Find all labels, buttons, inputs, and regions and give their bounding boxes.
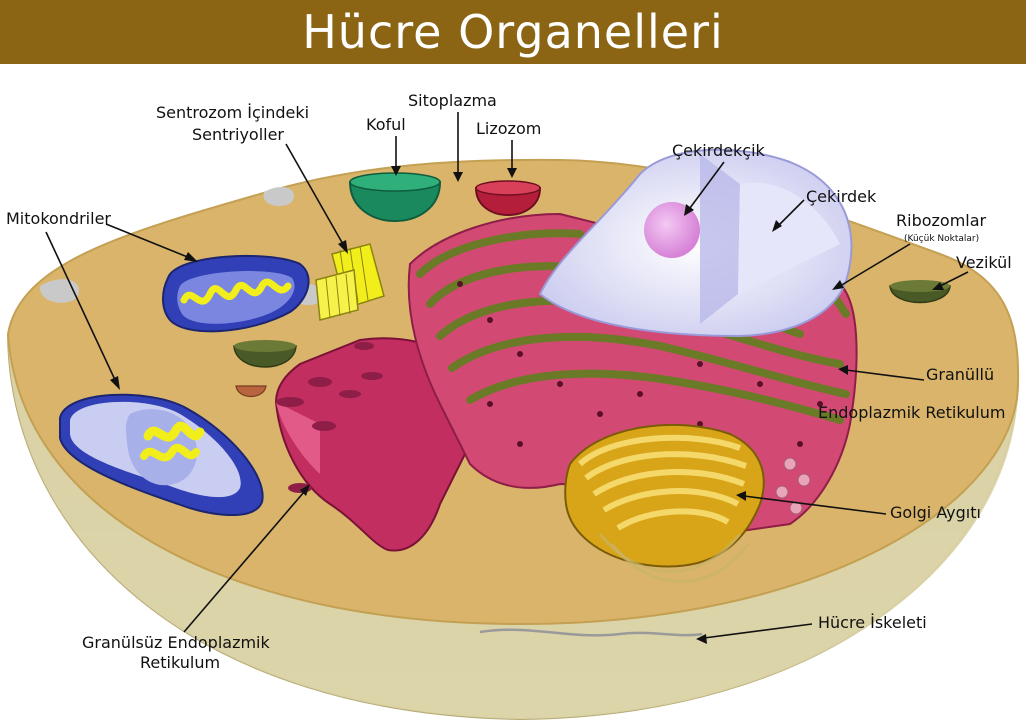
pointer-mitokondriler-2 [45, 231, 120, 390]
mitochondrion-cut [59, 393, 264, 517]
cutaway-spot [263, 187, 294, 207]
pointer-cekirdek [772, 199, 805, 232]
vesicle [235, 385, 267, 398]
title-bar: Hücre Organelleri [0, 0, 1026, 64]
smooth-er [274, 337, 471, 552]
lysosome-top [475, 180, 541, 196]
vesicle [233, 345, 297, 368]
label-mitokondriler: Mitokondriler [6, 209, 111, 228]
page-title: Hücre Organelleri [302, 5, 724, 59]
label-granullu-2: Endoplazmik Retikulum [818, 403, 1005, 422]
cell-diagram: Mitokondriler Sentrozom İçindeki Sentriy… [0, 64, 1026, 720]
vacuole-top [349, 172, 441, 192]
label-granullu-1: Granüllü [926, 365, 994, 384]
label-sitoplazma: Sitoplazma [408, 91, 497, 110]
centrioles [315, 243, 385, 321]
label-cekirdekcik: Çekirdekçik [672, 141, 766, 160]
vacuole [348, 181, 442, 222]
cytoskeleton [479, 628, 703, 637]
label-ribozomlar-note: (Küçük Noktalar) [904, 234, 979, 244]
pointer-sitoplazma [453, 112, 463, 182]
pointer-ribozomlar [832, 243, 911, 290]
pointer-hucre-iskeleti [696, 623, 813, 644]
label-sentrozom-2: Sentriyoller [192, 125, 284, 144]
label-granulsuz-1: Granülsüz Endoplazmik [82, 633, 271, 652]
vesicle-top [234, 340, 296, 352]
pointer-koful [391, 136, 401, 176]
pointer-mitokondriler-1 [105, 223, 198, 262]
pink-vesicles [775, 457, 811, 515]
cell-wall-front [8, 334, 1018, 719]
nucleus [538, 148, 853, 338]
golgi-apparatus [564, 423, 765, 583]
pointer-lizozom [507, 140, 517, 178]
label-hucre-iskeleti: Hücre İskeleti [818, 613, 927, 632]
mitochondrion [162, 254, 310, 333]
nucleolus [644, 202, 700, 258]
label-lizozom: Lizozom [476, 119, 541, 138]
label-golgi: Golgi Aygıtı [890, 503, 981, 522]
cutaway-spot [39, 279, 79, 303]
label-vezikul: Vezikül [956, 253, 1012, 272]
cell-illustration: Mitokondriler Sentrozom İçindeki Sentriy… [6, 91, 1020, 720]
pointer-golgi [736, 491, 887, 515]
pointer-granullu [838, 365, 925, 381]
pointer-vezikul [932, 271, 969, 290]
label-granulsuz-2: Retikulum [140, 653, 220, 672]
label-ribozomlar: Ribozomlar [896, 211, 987, 230]
pointer-granulsuz [183, 484, 310, 633]
label-koful: Koful [366, 115, 406, 134]
pointer-sentrozom [285, 143, 348, 254]
pointer-cekirdekcik [684, 161, 725, 216]
label-cekirdek: Çekirdek [806, 187, 877, 206]
label-sentrozom-1: Sentrozom İçindeki [156, 103, 309, 122]
